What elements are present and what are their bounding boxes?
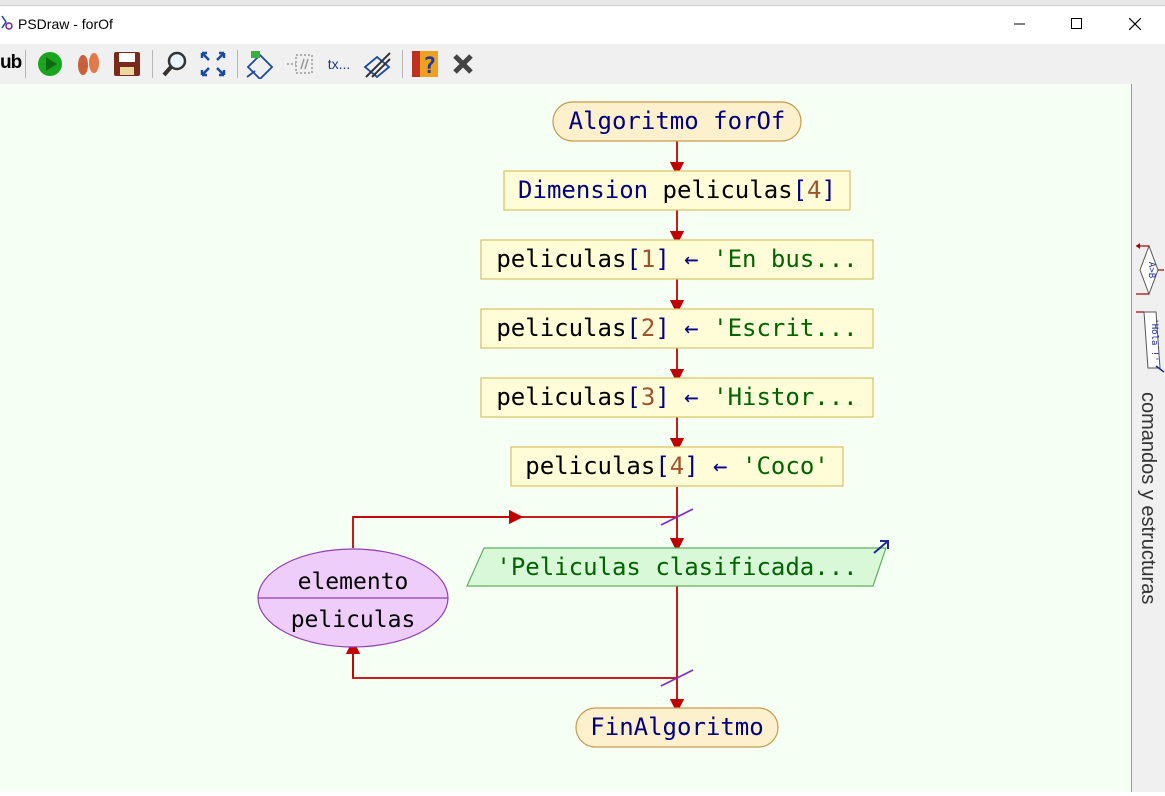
panel-icons: A>B 'Hola !'	[1136, 243, 1165, 373]
assignment-node-2[interactable]: peliculas[2] ← 'Escrit...	[480, 308, 874, 349]
text-button-label: tx...	[327, 56, 351, 72]
cross-shapes-icon	[363, 52, 391, 79]
output-text: 'Peliculas clasificada...	[496, 553, 857, 581]
toolbar-separator	[152, 50, 153, 78]
loop-element: elemento	[298, 569, 409, 595]
minimize-icon	[1014, 23, 1025, 25]
svg-text:?: ?	[423, 54, 436, 79]
assignment-node-1[interactable]: peliculas[1] ← 'En bus...	[480, 239, 874, 280]
svg-text:peliculas[3] ← 'Histor...: peliculas[3] ← 'Histor...	[496, 383, 857, 411]
fit-button[interactable]	[197, 48, 229, 80]
minimize-button[interactable]	[997, 8, 1043, 40]
run-icon	[38, 52, 62, 76]
loop-markers	[660, 508, 694, 687]
start-label: Algoritmo forOf	[569, 107, 786, 135]
flowchart: Algoritmo forOf Dimension peliculas[4] p…	[257, 101, 889, 748]
run-button[interactable]	[34, 48, 66, 80]
close-window-button[interactable]	[1112, 8, 1158, 40]
assignment-node-4[interactable]: peliculas[4] ← 'Coco'	[510, 446, 844, 487]
commands-panel-label: comandos y estructuras	[1137, 392, 1159, 605]
save-button[interactable]	[111, 48, 143, 80]
loop-collection: peliculas	[291, 607, 416, 633]
end-node[interactable]: FinAlgoritmo	[575, 707, 779, 748]
zoom-icon	[162, 51, 187, 77]
window-title: PSDraw - forOf	[18, 16, 113, 32]
help-icon: ?	[412, 51, 438, 79]
for-each-node[interactable]: elemento peliculas	[257, 548, 449, 648]
maximize-button[interactable]	[1054, 8, 1100, 40]
assignment-node-3[interactable]: peliculas[3] ← 'Histor...	[480, 377, 874, 418]
app-icon	[1, 15, 13, 30]
dimension-node[interactable]: Dimension peliculas[4]	[503, 170, 851, 211]
background-window-strip	[0, 0, 1165, 6]
toolbar-separator	[25, 50, 26, 78]
comment-button[interactable]	[284, 48, 316, 80]
dimension-var: peliculas	[663, 176, 793, 204]
zoom-button[interactable]	[159, 48, 191, 80]
output-icon[interactable]: 'Hola !'	[1136, 311, 1165, 373]
cross-shapes-button[interactable]	[361, 48, 393, 80]
decision-icon[interactable]: A>B	[1136, 243, 1164, 296]
comment-icon	[287, 54, 313, 74]
close-diagram-button[interactable]	[447, 48, 479, 80]
start-node[interactable]: Algoritmo forOf	[552, 101, 802, 142]
toolbar: ub	[0, 44, 1165, 84]
end-label: FinAlgoritmo	[590, 713, 763, 741]
maximize-icon	[1071, 18, 1082, 29]
svg-text:peliculas[2] ← 'Escrit...: peliculas[2] ← 'Escrit...	[496, 314, 857, 342]
save-icon	[114, 52, 140, 76]
shapes-button[interactable]	[244, 48, 276, 80]
toolbar-partial-label: ub	[0, 52, 22, 73]
dimension-size: 4	[807, 176, 821, 204]
svg-text:'Hola !': 'Hola !'	[1149, 318, 1159, 361]
step-button[interactable]	[72, 48, 104, 80]
diagram-canvas[interactable]: Algoritmo forOf Dimension peliculas[4] p…	[0, 84, 1131, 792]
close-icon	[1129, 18, 1141, 30]
fit-icon	[200, 51, 226, 77]
toolbar-separator	[237, 50, 238, 78]
toolbar-separator	[402, 50, 403, 78]
shapes-icon	[246, 51, 274, 79]
close-icon	[453, 54, 473, 74]
dimension-keyword: Dimension	[518, 176, 648, 204]
title-bar: PSDraw - forOf	[0, 0, 1165, 44]
svg-text:A>B: A>B	[1146, 262, 1156, 278]
text-button[interactable]: tx...	[323, 48, 355, 80]
output-node[interactable]: 'Peliculas clasificada...	[466, 540, 889, 587]
step-icon	[78, 53, 99, 75]
svg-text:peliculas[1] ← 'En bus...: peliculas[1] ← 'En bus...	[496, 245, 857, 273]
svg-text:Dimension peliculas[4]: Dimension peliculas[4]	[518, 176, 836, 204]
help-button[interactable]: ?	[409, 48, 441, 80]
flow-lines	[345, 141, 685, 714]
svg-text:peliculas[4] ← 'Coco': peliculas[4] ← 'Coco'	[525, 452, 828, 480]
commands-panel[interactable]	[1131, 84, 1165, 792]
output-arrow-icon	[873, 540, 889, 554]
